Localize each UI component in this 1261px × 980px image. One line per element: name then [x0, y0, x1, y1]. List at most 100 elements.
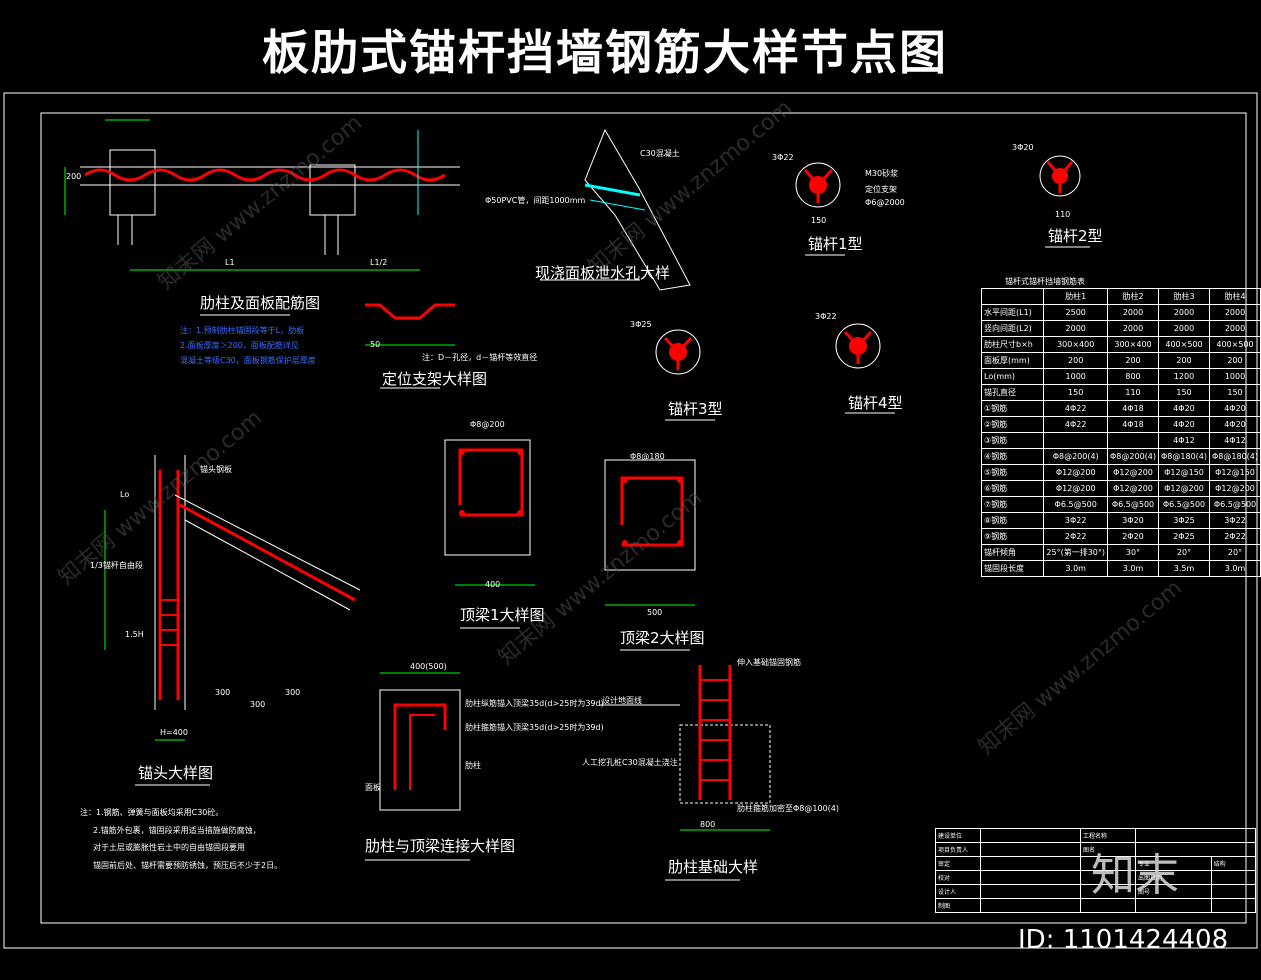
table-cell: Φ6.5@500	[1043, 496, 1108, 513]
dim-800: 800	[700, 820, 716, 829]
table-cell: Φ8@180(4)	[1158, 448, 1210, 465]
table-cell: ⑥钢筋	[980, 480, 1045, 497]
table-cell: 30°	[1107, 544, 1159, 561]
table-cell: 4Φ12	[1158, 432, 1210, 449]
table-cell	[1043, 432, 1108, 449]
tb-cell	[980, 856, 1081, 871]
tb-cell	[980, 842, 1081, 857]
table-cell: 110	[1107, 384, 1159, 401]
table-cell: ⑦钢筋	[980, 496, 1045, 513]
label-found-top: 伸入基础锚固钢筋	[737, 658, 801, 667]
tb-cell: 制图	[935, 898, 981, 913]
table-cell: ②钢筋	[980, 416, 1045, 433]
table-cell: 2000	[1209, 304, 1261, 321]
caption-anchor-1: 锚杆1型	[808, 235, 863, 253]
label-foundation-note: 人工挖孔桩C30混凝土浇注	[582, 758, 678, 767]
table-cell: 4Φ22	[1043, 416, 1108, 433]
dim-s50: 50	[370, 340, 381, 349]
dim-200: 200	[66, 172, 82, 181]
tb-cell: 审定	[935, 856, 981, 871]
rib-plan-drawing	[64, 119, 460, 316]
table-cell: 300×400	[1043, 336, 1108, 353]
table-cell: 200	[1158, 352, 1210, 369]
foundation-drawing	[600, 665, 771, 881]
table-cell: Φ12@200	[1043, 480, 1108, 497]
table-cell: 2Φ25	[1158, 528, 1210, 545]
table-cell: 锚孔直径	[980, 384, 1045, 401]
anchor-type-3-drawing	[655, 329, 715, 421]
caption-support: 定位支架大样图	[382, 370, 488, 388]
table-cell: 2Φ22	[1043, 528, 1108, 545]
label-h400: H=400	[160, 728, 188, 737]
table-cell: 2Φ22	[1209, 528, 1261, 545]
table-cell: 1000	[1209, 368, 1261, 385]
label-head-lo: Lo	[120, 490, 130, 499]
tb-cell	[1210, 884, 1257, 899]
label-m30: M30砂浆	[865, 169, 899, 178]
label-anchor-head: 锚头钢板	[200, 465, 232, 474]
anchor-type-2-drawing	[1039, 155, 1090, 248]
label-a2-bar: 3Φ20	[1012, 143, 1034, 152]
table-cell: 4Φ20	[1158, 400, 1210, 417]
dim-l1-half: L1/2	[370, 258, 388, 267]
table-cell: 200	[1209, 352, 1261, 369]
dim-s300a: 300	[215, 688, 231, 697]
caption-beam-2: 顶梁2大样图	[620, 629, 705, 647]
tb-cell	[980, 870, 1081, 885]
support-drawing	[365, 303, 455, 389]
label-face: 面板	[365, 783, 381, 792]
caption-drain: 现浇面板泄水孔大样	[535, 264, 671, 282]
caption-anchor-4: 锚杆4型	[848, 394, 903, 412]
table-cell: 3Φ25	[1158, 512, 1210, 529]
table-cell: 水平间距(L1)	[980, 304, 1045, 321]
table-cell: Lo(mm)	[980, 368, 1045, 385]
dim-110: 110	[1055, 210, 1071, 219]
note-1: 注：1.钢筋、弹簧与面板均采用C30砼。	[80, 808, 224, 817]
tb-cell	[1080, 898, 1136, 913]
table-cell: Φ12@200	[1043, 464, 1108, 481]
label-a3-bar: 3Φ25	[630, 320, 652, 329]
table-cell: 20°	[1209, 544, 1261, 561]
drawing-title: 板肋式锚杆挡墙钢筋大样节点图	[262, 26, 948, 81]
table-cell: 400×500	[1209, 336, 1261, 353]
table-cell: ④钢筋	[980, 448, 1045, 465]
table-cell: 2000	[1158, 304, 1210, 321]
rib-note-2: 肋柱箍筋锚入顶梁35d(d>25时为39d)	[465, 723, 604, 732]
note-3: 对于土层或膨胀性岩土中的自由锚固段要用	[93, 843, 245, 852]
caption-rib-beam: 肋柱与顶梁连接大样图	[365, 837, 516, 855]
table-cell: 300×400	[1107, 336, 1159, 353]
label-found-bot: 肋柱箍筋加密至Φ8@100(4)	[737, 804, 839, 813]
table-cell: 800	[1107, 368, 1159, 385]
table-cell: 4Φ22	[1043, 400, 1108, 417]
plan-note-1: 注：1.预制肋柱锚固段等于L，肋板	[180, 326, 305, 335]
table-cell: 1200	[1158, 368, 1210, 385]
label-c30: C30混凝土	[640, 149, 680, 158]
table-cell: 1000	[1043, 368, 1108, 385]
table-cell: ①钢筋	[980, 400, 1045, 417]
table-cell: 2000	[1209, 320, 1261, 337]
table-cell: 2000	[1158, 320, 1210, 337]
label-pvc: Φ50PVC管，间距1000mm	[485, 196, 586, 205]
dim-400-500: 400(500)	[410, 662, 447, 671]
label-rebar-8-180: Φ8@180	[630, 452, 665, 461]
dim-s300c: 300	[285, 688, 301, 697]
label-design: 设计地面线	[602, 696, 642, 705]
label-rebar-8-200: Φ8@200	[470, 420, 505, 429]
table-header: 肋柱4	[1209, 288, 1261, 305]
table-cell: 3Φ20	[1107, 512, 1159, 529]
table-cell: ⑤钢筋	[980, 464, 1045, 481]
table-cell: Φ12@200	[1107, 464, 1159, 481]
logo-text: 知末	[1091, 850, 1179, 901]
table-title: 锚杆式锚杆挡墙钢筋表	[1005, 277, 1085, 286]
tb-cell: 校对	[935, 870, 981, 885]
note-2: 2.锚筋外包裹，锚固段采用适当措施做防腐蚀，	[93, 826, 261, 835]
